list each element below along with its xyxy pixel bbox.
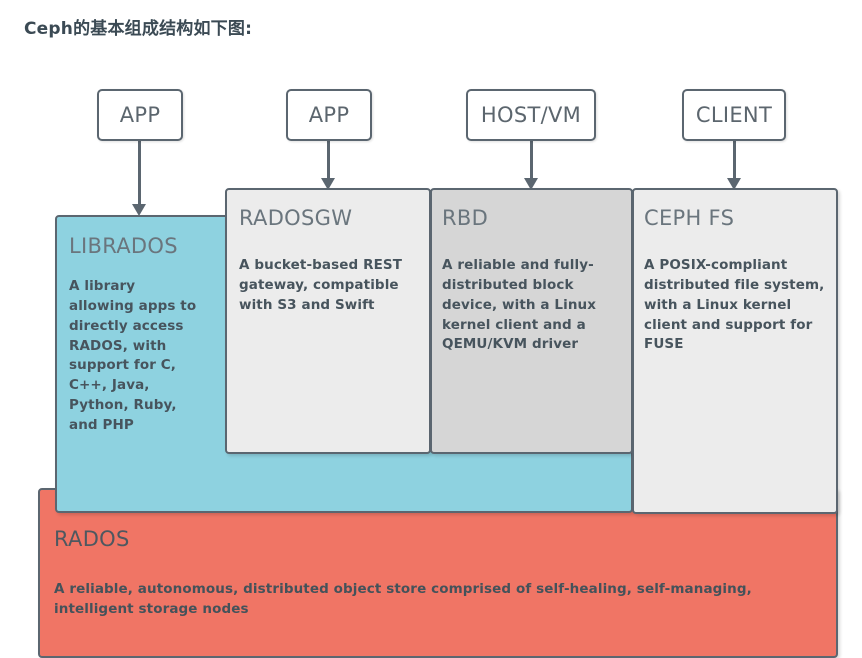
layer-title-rbd: RBD — [442, 206, 489, 230]
client-label-host-vm: HOST/VM — [480, 102, 582, 127]
layer-desc-rados: A reliable, autonomous, distributed obje… — [54, 581, 752, 617]
client-label-client: CLIENT — [695, 102, 773, 127]
arrow-app-left-to-librados — [126, 140, 152, 216]
layer-title-librados: LIBRADOS — [69, 234, 178, 258]
layer-title-rados: RADOS — [54, 527, 130, 551]
layer-desc-radosgw: A bucket-based REST gateway, compatible … — [239, 257, 403, 313]
ceph-architecture-diagram: RADOS A reliable, autonomous, distribute… — [0, 52, 862, 658]
layer-box-rbd[interactable]: RBD A reliable and fully-distributed blo… — [430, 188, 633, 454]
client-box-host-vm[interactable]: HOST/VM — [466, 89, 596, 141]
client-box-app-mid[interactable]: APP — [286, 89, 372, 141]
arrow-hostvm-to-rbd — [518, 140, 544, 190]
arrow-client-to-cephfs — [721, 140, 747, 190]
layer-title-radosgw: RADOSGW — [239, 206, 353, 230]
layer-box-rados[interactable]: RADOS A reliable, autonomous, distribute… — [38, 488, 838, 658]
client-box-app-left[interactable]: APP — [97, 89, 183, 141]
layer-box-cephfs[interactable]: CEPH FS A POSIX-compliant distributed fi… — [632, 188, 838, 514]
arrow-app-mid-to-radosgw — [315, 140, 341, 190]
layer-desc-librados: A library allowing apps to directly acce… — [69, 278, 197, 433]
client-label-app-mid: APP — [308, 102, 350, 127]
page-title: Ceph的基本组成结构如下图: — [24, 19, 253, 39]
layer-box-radosgw[interactable]: RADOSGW A bucket-based REST gateway, com… — [225, 188, 431, 454]
client-box-client[interactable]: CLIENT — [682, 89, 786, 141]
client-label-app-left: APP — [119, 102, 161, 127]
layer-desc-cephfs: A POSIX-compliant distributed file syste… — [644, 257, 825, 353]
layer-title-cephfs: CEPH FS — [644, 206, 735, 230]
layer-desc-rbd: A reliable and fully-distributed block d… — [442, 257, 597, 353]
